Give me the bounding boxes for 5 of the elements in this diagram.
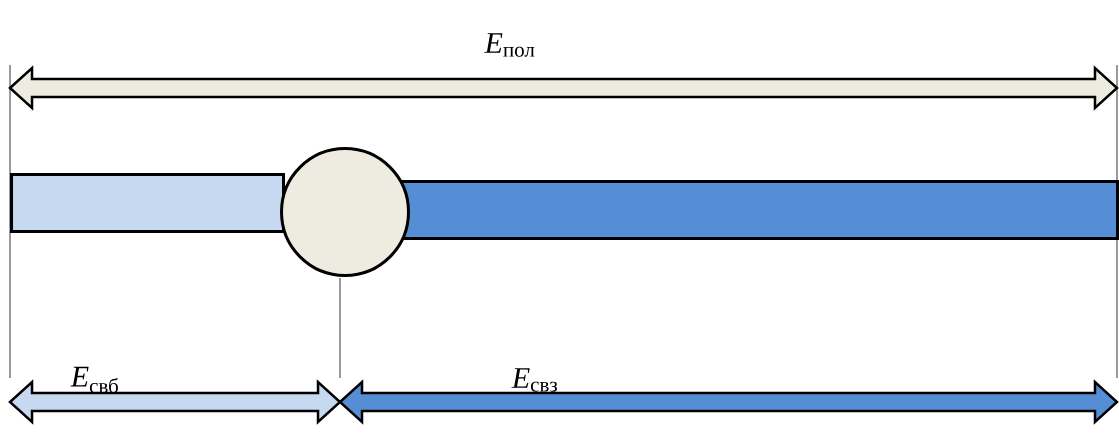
bar-segment xyxy=(10,173,285,233)
joint-circle xyxy=(280,147,410,277)
bar-segment xyxy=(400,180,1119,240)
dimension-label: E$_{свз}$ xyxy=(511,368,557,392)
dimension-label: E$_{пол}$ xyxy=(484,33,535,57)
